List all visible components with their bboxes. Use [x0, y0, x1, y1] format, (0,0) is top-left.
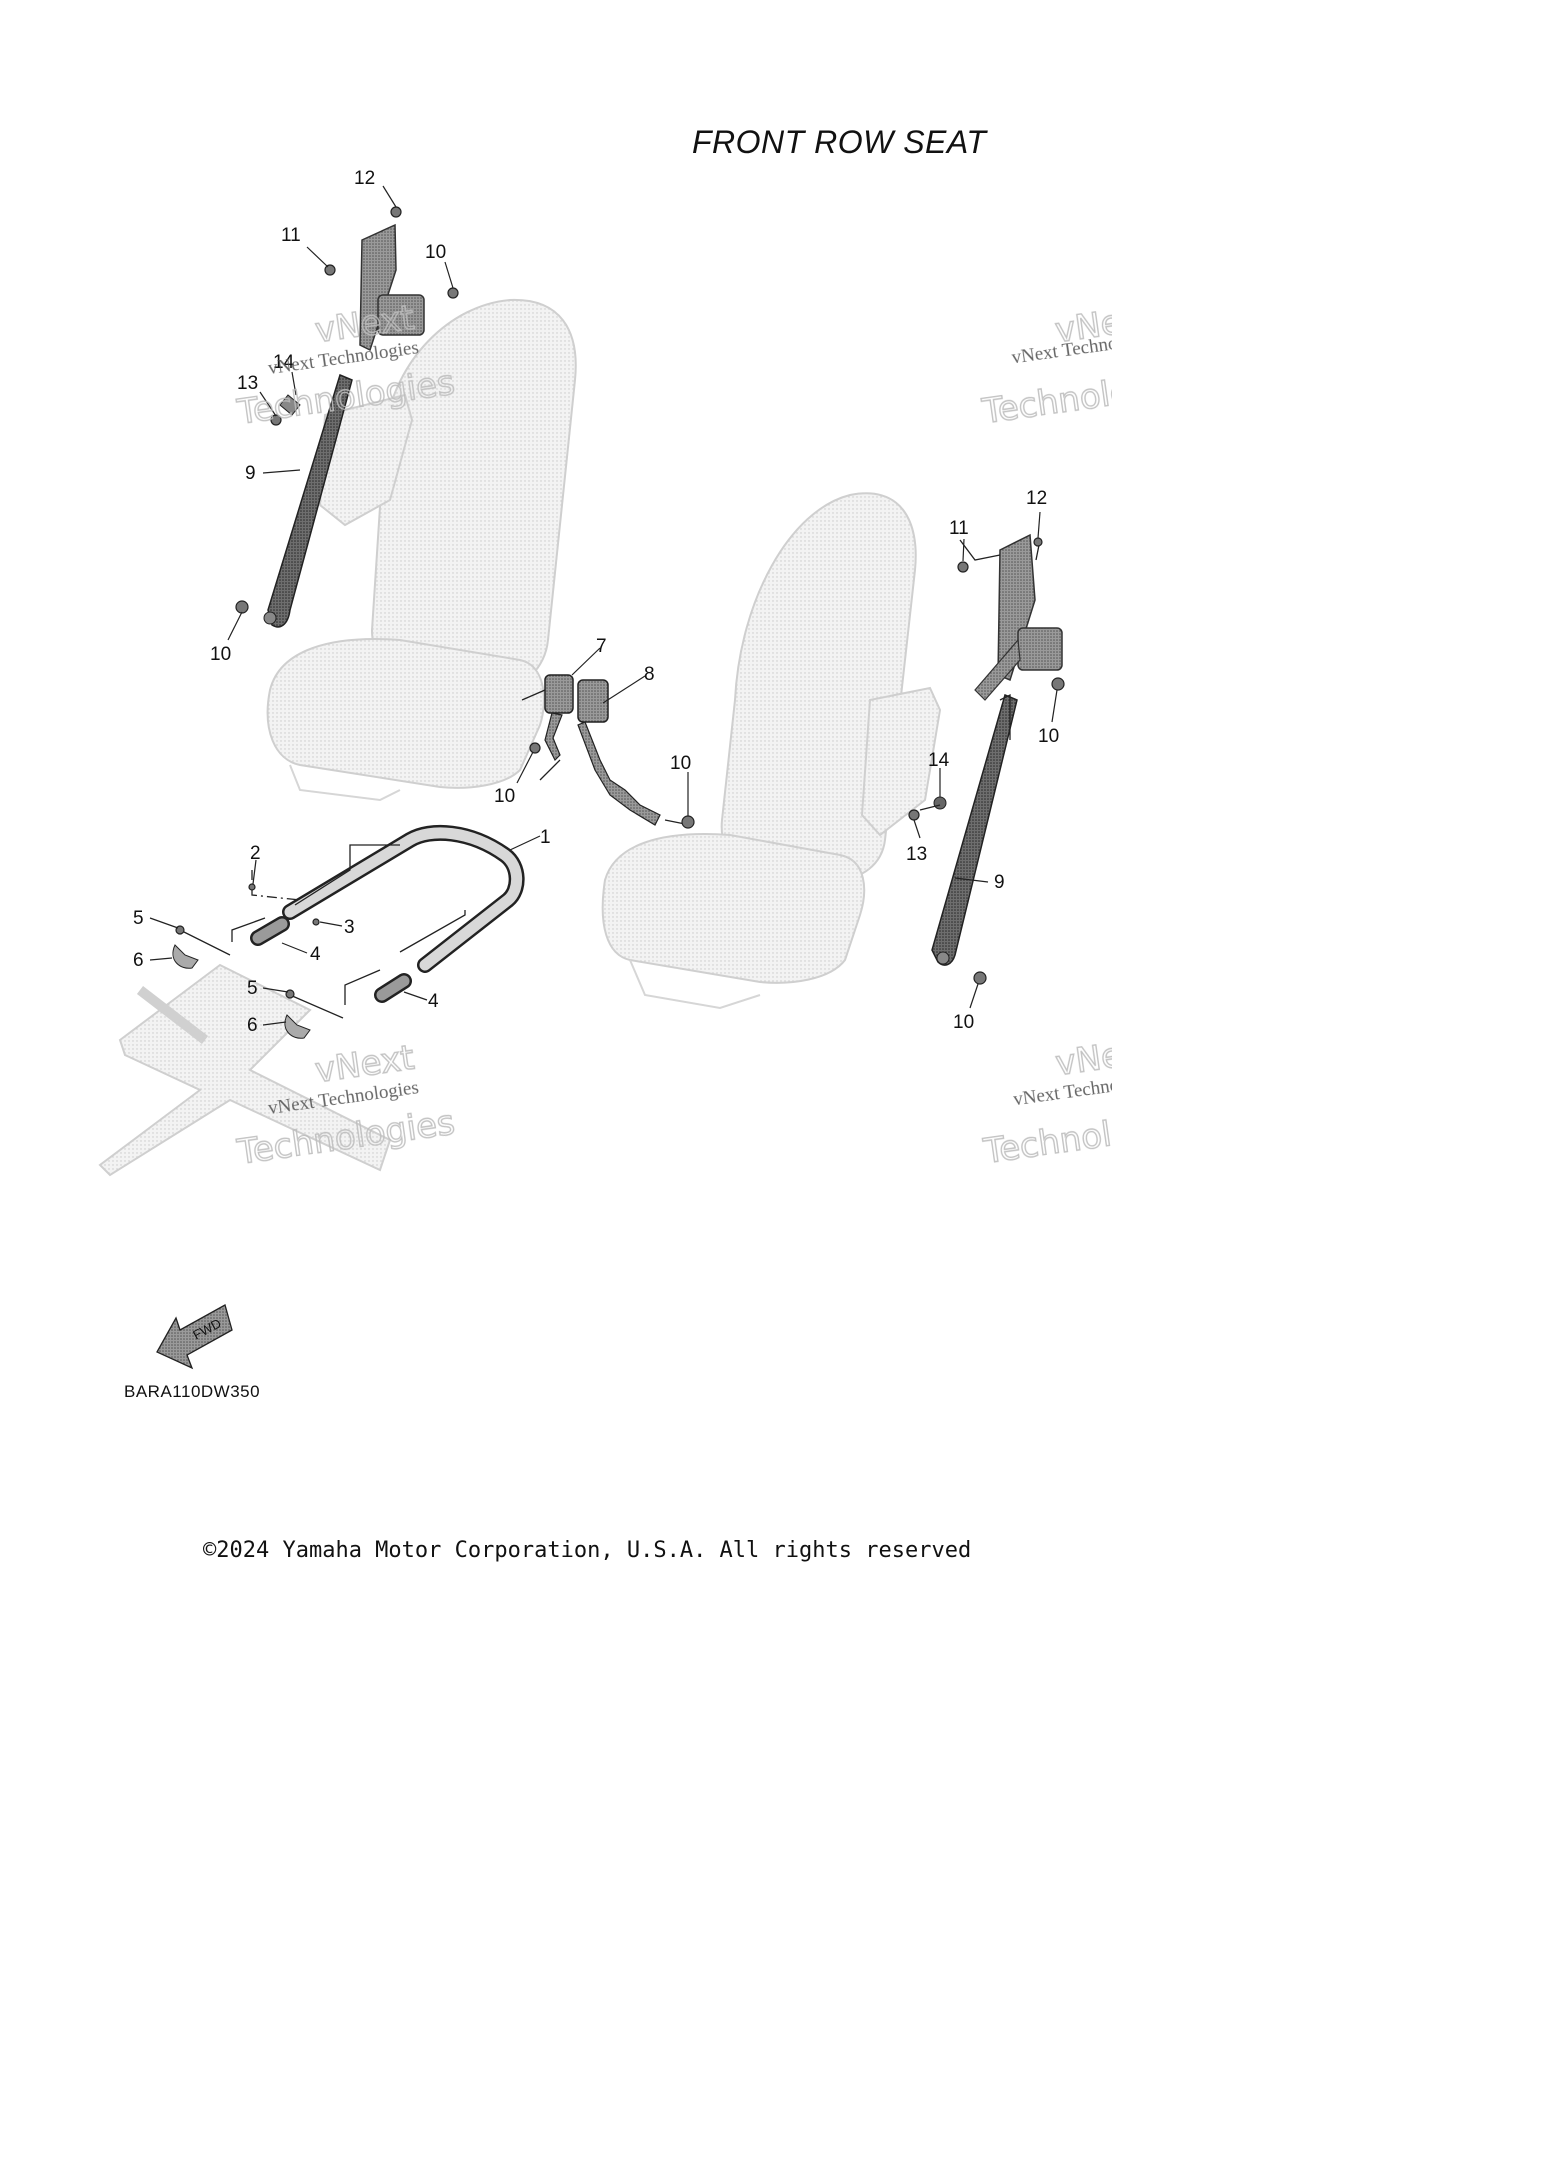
diagram-title: FRONT ROW SEAT — [692, 124, 987, 160]
fwd-arrow-icon: FWD — [156, 1304, 233, 1370]
callout-9: 9 — [245, 463, 256, 484]
callout-12: 12 — [354, 168, 375, 189]
callout-14: 14 — [928, 750, 950, 771]
callout-2: 2 — [250, 843, 261, 864]
callout-11: 11 — [949, 518, 969, 539]
left-seatbelt — [263, 223, 425, 628]
callout-leaders — [149, 185, 1058, 1026]
copyright-notice: ©2024 Yamaha Motor Corporation, U.S.A. A… — [203, 1538, 972, 1563]
callout-3: 3 — [344, 917, 355, 938]
floor-frame — [98, 963, 392, 1177]
callout-5: 5 — [247, 978, 258, 999]
callout-10: 10 — [210, 644, 231, 665]
buckle-7 — [544, 674, 574, 762]
svg-text:Technologies: Technologies — [979, 362, 1112, 432]
parts-diagram: 12 11 10 14 13 9 10 7 8 10 10 1 2 3 4 5 … — [98, 168, 1112, 1370]
callout-10: 10 — [425, 242, 446, 263]
callout-5: 5 — [133, 908, 144, 929]
bolts — [175, 206, 1065, 999]
collars — [250, 916, 412, 1003]
callout-10: 10 — [494, 786, 515, 807]
left-seat — [266, 298, 577, 802]
clamps — [172, 944, 311, 1039]
callout-10: 10 — [953, 1012, 974, 1033]
callout-13: 13 — [237, 373, 258, 394]
callout-6: 6 — [133, 950, 144, 971]
callout-4: 4 — [310, 944, 321, 965]
callout-8: 8 — [644, 664, 655, 685]
right-seatbelt — [931, 533, 1063, 966]
callout-6: 6 — [247, 1015, 258, 1036]
assembly-lines — [179, 539, 1041, 1019]
callout-11: 11 — [281, 225, 301, 246]
callout-4: 4 — [428, 991, 439, 1012]
callout-10: 10 — [670, 753, 691, 774]
callout-1: 1 — [540, 827, 551, 848]
callout-12: 12 — [1026, 488, 1047, 509]
callout-9: 9 — [994, 872, 1005, 893]
grab-bar — [282, 824, 525, 973]
callout-14: 14 — [273, 352, 295, 373]
callout-10: 10 — [1038, 726, 1059, 747]
right-seat — [601, 492, 942, 1010]
callout-7: 7 — [596, 636, 607, 657]
figure-code: BARA110DW350 — [124, 1382, 261, 1401]
svg-text:Technologies: Technologies — [981, 1102, 1112, 1172]
callouts: 12 11 10 14 13 9 10 7 8 10 10 1 2 3 4 5 … — [133, 168, 1059, 1036]
callout-13: 13 — [906, 844, 927, 865]
buckle-8 — [577, 679, 661, 826]
